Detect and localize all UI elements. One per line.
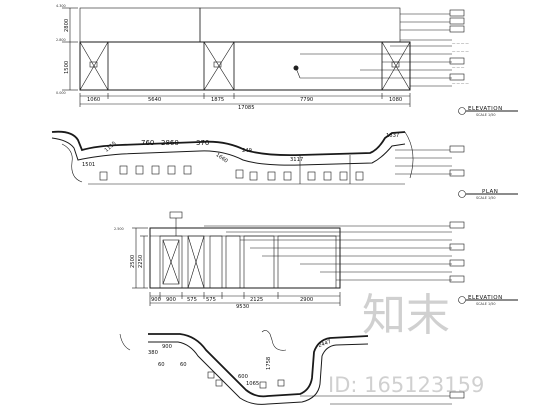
level-label: 2.800 xyxy=(56,38,66,42)
plan-1-title: PLAN xyxy=(482,189,498,195)
dim-plan: 600 xyxy=(238,374,248,380)
chair-row xyxy=(99,165,364,181)
dim-total: 17085 xyxy=(238,105,255,111)
dim-plan: 1065 xyxy=(246,381,259,387)
dim-plan: 2860 xyxy=(161,139,179,147)
decorative-screen-right xyxy=(233,41,383,91)
dim-plan: 900 xyxy=(162,344,172,350)
dim-plan: 3117 xyxy=(290,157,303,163)
dim-horizontal: 2125 xyxy=(250,297,263,303)
elevation-2-wall-outline xyxy=(149,227,341,289)
dim-plan: 380 xyxy=(148,350,158,356)
dim-horizontal: 575 xyxy=(187,297,197,303)
watermark-id: ID: 165123159 xyxy=(328,373,484,397)
dim-plan: 1115 xyxy=(104,141,118,154)
dim-plan: 370 xyxy=(196,139,209,147)
dim-vertical: 1500 xyxy=(64,61,70,74)
dim-horizontal: 2900 xyxy=(300,297,313,303)
svg-text:— — — —: — — — — xyxy=(452,81,469,85)
decorative-screen xyxy=(243,235,275,289)
dim-plan: 760 xyxy=(141,139,154,147)
plan-1-scale: SCALE 1/50 xyxy=(476,196,496,200)
dim-vertical: 2250 xyxy=(138,255,144,268)
dim-plan: 1758 xyxy=(266,357,272,370)
elevation-1-scale: SCALE 1/50 xyxy=(476,113,496,117)
dim-horizontal: 900 xyxy=(151,297,161,303)
plan-1: 1501 1115 760 2860 370 1660 249 3117 183… xyxy=(51,130,518,200)
elevation-2: 2.500 2500 2250 900 900 575 575 2125 290… xyxy=(114,211,518,310)
dim-plan: 60 xyxy=(158,362,165,368)
dim-plan: 249 xyxy=(242,148,252,154)
dim-horizontal: 5640 xyxy=(148,97,161,103)
plan-wall-outer xyxy=(51,130,406,157)
dim-plan: 60 xyxy=(180,362,187,368)
plan-wall-inner xyxy=(51,137,406,166)
level-label: 2.500 xyxy=(114,227,124,231)
svg-text:— — — —: — — — — xyxy=(452,49,469,53)
dim-plan: 2447 xyxy=(318,339,332,349)
elevation-2-title: ELEVATION xyxy=(468,295,503,301)
elevation-2-scale: SCALE 1/50 xyxy=(476,302,496,306)
elevation-1: 4.300 2.800 0.000 2800 1500 1060 5640 18… xyxy=(56,4,518,117)
svg-text:— — — —: — — — — xyxy=(452,41,469,45)
level-label: 0.000 xyxy=(56,91,66,95)
decorative-screen xyxy=(277,235,337,289)
elevation-1-title: ELEVATION xyxy=(468,106,503,112)
dim-plan: 1501 xyxy=(82,162,95,168)
dim-vertical: 2800 xyxy=(64,19,70,32)
dim-horizontal: 575 xyxy=(206,297,216,303)
dim-plan: 1837 xyxy=(386,133,399,139)
watermark-logo: 知末 xyxy=(362,290,450,341)
decorative-screen-left xyxy=(107,41,205,91)
level-label: 4.300 xyxy=(56,4,66,8)
dim-horizontal: 1060 xyxy=(87,97,100,103)
dim-total: 9530 xyxy=(236,304,249,310)
plan-2-wall-outer xyxy=(148,333,369,398)
elevation-wall-outline xyxy=(79,41,411,91)
hatched-soffit xyxy=(79,7,201,43)
plan-2-wall-inner xyxy=(148,341,369,405)
watermark: 知末 ID: 165123159 xyxy=(328,290,484,397)
svg-text:— — —: — — — xyxy=(452,65,465,69)
plan-2: 380 900 60 60 1758 2447 600 1065 xyxy=(119,330,465,405)
dim-vertical: 2500 xyxy=(130,255,136,268)
dim-horizontal: 1875 xyxy=(211,97,224,103)
dim-horizontal: 1080 xyxy=(389,97,402,103)
upper-wall-band xyxy=(199,7,401,43)
dim-horizontal: 900 xyxy=(166,297,176,303)
dim-horizontal: 7790 xyxy=(300,97,313,103)
